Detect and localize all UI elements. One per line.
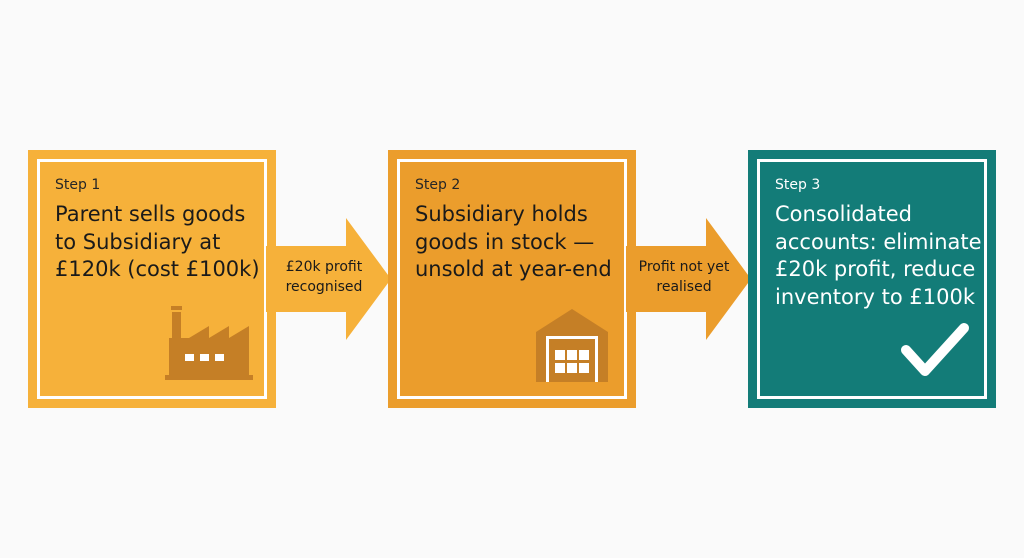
step-2-label: Step 2 (415, 177, 461, 193)
step-3-border (757, 159, 987, 399)
factory-icon (165, 306, 253, 380)
step-1-label: Step 1 (55, 177, 101, 193)
arrow-1-label: £20k profit recognised (285, 259, 363, 295)
step-1-box: Step 1 Parent sells goods to Subsidiary … (28, 150, 276, 408)
step-2-text: Subsidiary holds goods in stock — unsold… (415, 202, 612, 281)
step-3-text: Consolidated accounts: eliminate £20k pr… (775, 202, 982, 309)
arrow-2-label: Profit not yet realised (638, 259, 730, 295)
warehouse-icon (536, 309, 608, 382)
arrow-2 (626, 218, 751, 340)
step-3-label: Step 3 (775, 177, 821, 193)
arrow-1 (266, 218, 391, 340)
step-3-box: Step 3 Consolidated accounts: eliminate … (748, 150, 996, 408)
step-2-border (397, 159, 627, 399)
checkmark-icon (901, 323, 969, 376)
step-1-text: Parent sells goods to Subsidiary at £120… (55, 202, 260, 281)
step-1-border (37, 159, 267, 399)
